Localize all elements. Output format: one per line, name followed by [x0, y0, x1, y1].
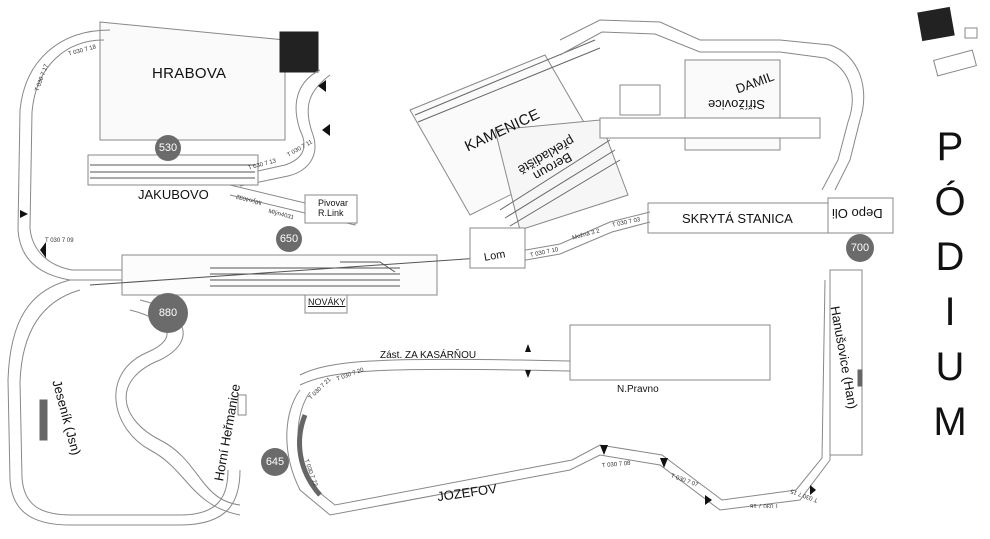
station-novaky: NOVÁKY: [308, 297, 346, 307]
height-marker-700: 700: [846, 234, 874, 262]
jesenik-loop: [7, 279, 241, 526]
height-marker-530: 530: [155, 135, 181, 161]
station-hrabova: HRABOVA: [152, 65, 227, 82]
station-kasarnou: Zást. ZA KASÁRŇOU: [380, 350, 477, 361]
hermanice-platform: [297, 414, 322, 497]
novaky-yard: [121, 254, 438, 296]
station-pivovar: Pivovar R.Link: [318, 198, 349, 218]
podium-letter: P: [936, 125, 964, 169]
station-skryta: SKRYTÁ STANICA: [682, 211, 793, 226]
station-jakubovo: JAKUBOVO: [138, 187, 209, 202]
podium-icon-1: [917, 6, 955, 42]
station-depo: Depo Oli: [832, 206, 883, 221]
podium-letter: Ó: [934, 180, 966, 224]
hrabova-dark-module: [279, 31, 319, 73]
beroun-block: [494, 119, 629, 231]
height-marker-650: 650: [276, 226, 302, 252]
hrabova-block: [99, 21, 286, 141]
hanusovice-module: [829, 269, 863, 456]
upper-left-loop: [17, 29, 130, 281]
podium-letter: I: [944, 290, 956, 334]
podium-letter: D: [935, 235, 965, 279]
jozefov-track: [286, 279, 836, 516]
skryta-block: [647, 202, 829, 234]
height-marker-880: 880: [148, 293, 188, 333]
pivovar-box: [304, 194, 358, 224]
module-code: T 030 7 16: [750, 502, 779, 508]
module-code: T 030 7 09: [45, 238, 74, 244]
jesenik-platform: [39, 399, 48, 441]
height-marker-645: 645: [261, 448, 289, 476]
depo-block: [827, 197, 894, 234]
podium-letter: U: [935, 345, 965, 389]
podium-letter: M: [933, 400, 967, 444]
kasarnou-track: [299, 358, 771, 376]
station-npravno: N.Pravno: [617, 384, 659, 395]
marker-tri: [318, 80, 326, 92]
station-strizovice: Střížovice: [708, 97, 766, 112]
podium-label: P Ó D I U M: [930, 120, 970, 450]
